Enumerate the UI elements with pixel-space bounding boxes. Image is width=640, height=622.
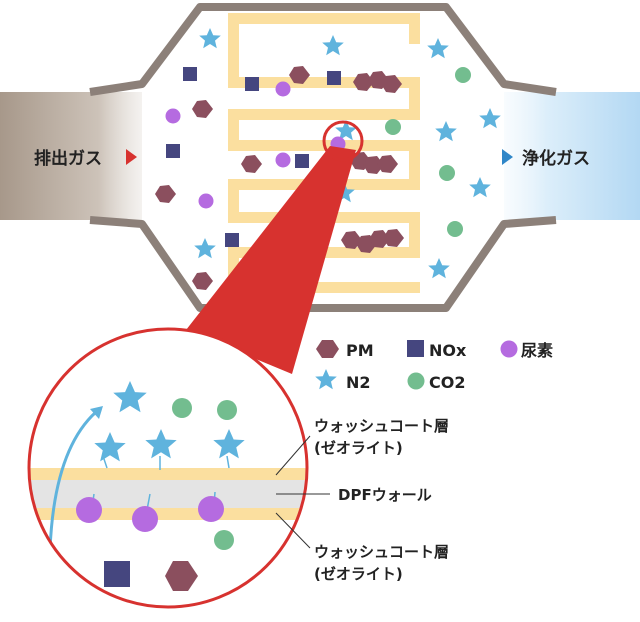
zoom-pm-particle <box>165 561 198 591</box>
legend-pm-label: PM <box>346 341 374 360</box>
housing-shell <box>89 3 557 312</box>
legend-n2-label: N2 <box>346 373 371 392</box>
magnified-view <box>27 327 309 609</box>
legend-nox-label: NOx <box>429 341 467 360</box>
zoom-callout <box>186 120 364 374</box>
urea-icon <box>500 340 518 358</box>
legend: PM NOx 尿素 N2 CO2 <box>315 340 553 392</box>
zoom-co2-particles <box>172 398 237 550</box>
nox-particles <box>166 67 341 251</box>
pm-icon <box>316 340 339 358</box>
dpf-wall-label: DPFウォール <box>338 486 432 504</box>
washcoat-bottom-label: ウォッシュコート層 <box>314 543 449 561</box>
nox-icon <box>407 340 424 357</box>
flow-arrowhead-icon <box>90 406 103 419</box>
outlet-arrow-icon <box>502 149 513 165</box>
inlet-arrow-icon <box>126 149 137 165</box>
n2-icon <box>315 369 337 390</box>
washcoat-top-label: ウォッシュコート層 <box>314 417 449 435</box>
co2-icon <box>407 372 425 390</box>
flow-arrow-icon <box>48 410 98 551</box>
legend-co2-label: CO2 <box>429 373 465 392</box>
washcoat-bottom <box>29 508 307 520</box>
washcoat-top <box>29 468 307 480</box>
pm-particles <box>155 66 404 290</box>
co2-particles <box>385 67 471 237</box>
dpf-wall <box>29 480 307 508</box>
leader-lines <box>275 435 330 549</box>
outlet-label: 浄化ガス <box>522 148 590 169</box>
zoom-nox-particle <box>104 561 130 587</box>
inlet-label: 排出ガス <box>34 148 102 169</box>
washcoat-bottom-sublabel: (ゼオライト) <box>314 565 403 583</box>
zoom-urea-particles <box>76 496 224 532</box>
legend-urea-label: 尿素 <box>521 341 553 360</box>
washcoat-top-sublabel: (ゼオライト) <box>314 439 403 457</box>
